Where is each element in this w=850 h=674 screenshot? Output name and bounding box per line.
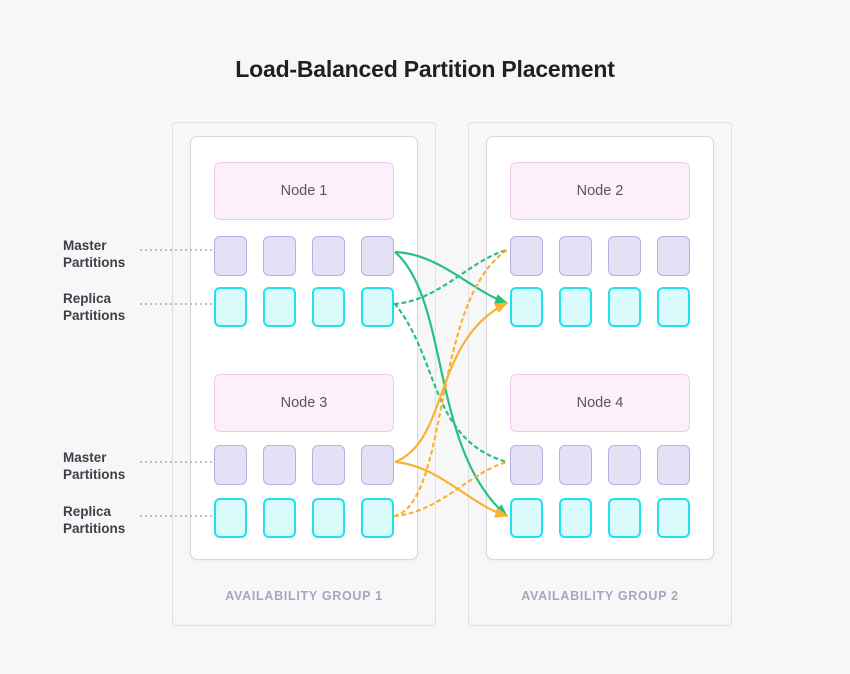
node-2-replica-partition-1[interactable] [510,287,543,327]
node-3-master-partition-3[interactable] [312,445,345,485]
node-3-replica-partition-4[interactable] [361,498,394,538]
node-4-replica-partition-1[interactable] [510,498,543,538]
node-3-master-partition-2[interactable] [263,445,296,485]
page-title: Load-Balanced Partition Placement [235,56,615,82]
annotation-replica-partitions-top: Replica Partitions [63,290,183,324]
annotation-replica-partitions-bottom: Replica Partitions [63,503,183,537]
node-2-label: Node 2 [576,183,624,199]
annotation-replica-top-line2: Partitions [63,308,126,323]
node-4-replica-partition-3[interactable] [608,498,641,538]
node-1-master-partition-1[interactable] [214,236,247,276]
node-1-master-partition-2[interactable] [263,236,296,276]
node-1-master-partition-4[interactable] [361,236,394,276]
availability-group-1-label: AVAILABILITY GROUP 1 [225,589,383,603]
node-2-master-partition-1[interactable] [510,236,543,276]
node-2-replica-partition-3[interactable] [608,287,641,327]
annotation-master-top-line2: Partitions [63,255,126,270]
node-4-replica-partition-4[interactable] [657,498,690,538]
node-3-label: Node 3 [280,395,328,411]
node-4-replica-partition-2[interactable] [559,498,592,538]
annotation-replica-top-line1: Replica [63,291,112,306]
node-2-box[interactable]: Node 2 [510,162,690,220]
node-2-master-partition-3[interactable] [608,236,641,276]
annotation-master-partitions-bottom: Master Partitions [63,449,183,483]
node-1-box[interactable]: Node 1 [214,162,394,220]
node-1-label: Node 1 [280,183,328,199]
node-3-replica-partition-2[interactable] [263,498,296,538]
node-4-master-partition-4[interactable] [657,445,690,485]
node-4-master-partition-1[interactable] [510,445,543,485]
annotation-master-bottom-line1: Master [63,450,107,465]
annotation-replica-bottom-line2: Partitions [63,521,126,536]
node-4-label: Node 4 [576,395,624,411]
node-2-master-partition-4[interactable] [657,236,690,276]
node-1-replica-partition-3[interactable] [312,287,345,327]
node-2-replica-partition-4[interactable] [657,287,690,327]
annotation-master-partitions-top: Master Partitions [63,237,183,271]
node-2-replica-partition-2[interactable] [559,287,592,327]
node-4-box[interactable]: Node 4 [510,374,690,432]
node-3-replica-partition-3[interactable] [312,498,345,538]
availability-group-2-label: AVAILABILITY GROUP 2 [521,589,679,603]
node-1-master-partition-3[interactable] [312,236,345,276]
annotation-replica-bottom-line1: Replica [63,504,112,519]
node-2-master-partition-2[interactable] [559,236,592,276]
node-3-master-partition-4[interactable] [361,445,394,485]
node-1-replica-partition-1[interactable] [214,287,247,327]
node-4-master-partition-2[interactable] [559,445,592,485]
node-3-replica-partition-1[interactable] [214,498,247,538]
node-3-master-partition-1[interactable] [214,445,247,485]
node-1-replica-partition-4[interactable] [361,287,394,327]
annotation-master-bottom-line2: Partitions [63,467,126,482]
annotation-master-top-line1: Master [63,238,107,253]
node-3-box[interactable]: Node 3 [214,374,394,432]
node-4-master-partition-3[interactable] [608,445,641,485]
node-1-replica-partition-2[interactable] [263,287,296,327]
